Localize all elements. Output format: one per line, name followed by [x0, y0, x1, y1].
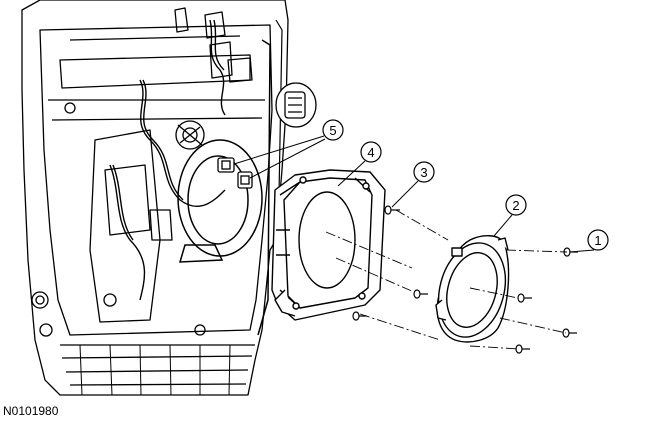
assembly-centerlines: [325, 209, 568, 350]
door-module-connector: [275, 82, 317, 128]
speaker-bracket: [271, 169, 386, 321]
callout-label: 1: [594, 233, 601, 248]
callout-3: 3: [391, 161, 435, 208]
speaker: [435, 235, 510, 343]
callout-label: 4: [367, 145, 374, 160]
electrical-connector: [217, 157, 253, 189]
callout-1: 1: [569, 229, 609, 253]
callout-label: 3: [420, 165, 427, 180]
callout-5: 5: [233, 119, 344, 179]
callout-label: 2: [512, 198, 519, 213]
wiring-harness: [109, 19, 226, 301]
figure-code: N0101980: [3, 404, 59, 418]
speaker-screws: [515, 247, 578, 354]
callout-label: 5: [329, 123, 336, 138]
door-speaker-opening: [177, 139, 263, 263]
speaker-bracket-screws: [352, 205, 428, 321]
window-motor: [175, 120, 205, 150]
callout-4: 4: [337, 141, 382, 187]
callout-2: 2: [493, 194, 527, 237]
